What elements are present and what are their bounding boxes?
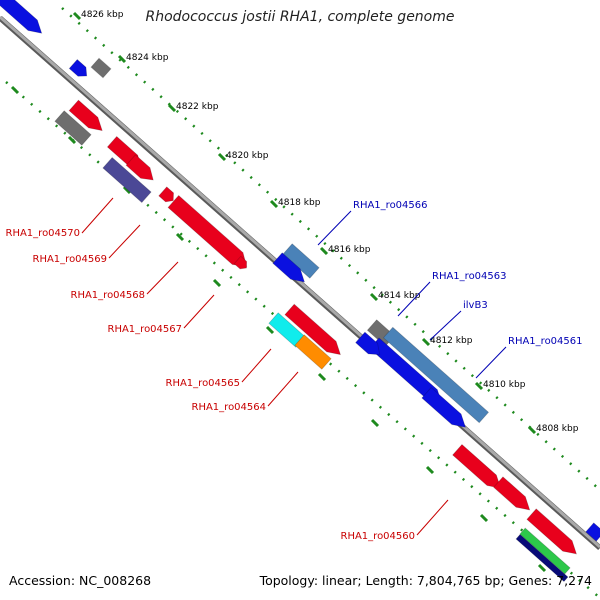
gene-arrow[interactable] bbox=[68, 58, 88, 77]
tick-mark-upper bbox=[217, 152, 227, 162]
gene-box[interactable] bbox=[585, 522, 600, 542]
label-leader-line bbox=[429, 310, 462, 341]
gene-arrow[interactable] bbox=[421, 386, 467, 428]
gene-box[interactable] bbox=[102, 156, 152, 204]
tick-mark-upper bbox=[117, 54, 127, 64]
gene-box[interactable] bbox=[282, 243, 320, 279]
label-leader-line bbox=[267, 371, 299, 407]
gene-label[interactable]: RHA1_ro04565 bbox=[166, 378, 241, 389]
tick-label: 4822 kbp bbox=[176, 102, 219, 112]
label-leader-line bbox=[416, 499, 449, 536]
tick-mark-upper bbox=[527, 425, 537, 435]
gene-arrow[interactable] bbox=[125, 154, 154, 181]
tick-mark-lower bbox=[479, 513, 489, 523]
tick-label: 4810 kbp bbox=[483, 380, 526, 390]
tick-mark-lower bbox=[537, 563, 547, 573]
gene-box[interactable] bbox=[90, 57, 112, 79]
label-leader-line bbox=[108, 224, 141, 259]
tick-mark-upper bbox=[72, 11, 82, 21]
tick-label: 4820 kbp bbox=[226, 151, 269, 161]
gene-label[interactable]: RHA1_ro04564 bbox=[192, 402, 267, 413]
gene-label[interactable]: RHA1_ro04563 bbox=[432, 271, 507, 282]
label-leader-line bbox=[183, 294, 215, 329]
tick-mark-lower bbox=[370, 418, 380, 428]
tick-label: 4826 kbp bbox=[81, 10, 124, 20]
label-leader-line bbox=[317, 210, 352, 246]
gene-label[interactable]: RHA1_ro04566 bbox=[353, 200, 428, 211]
tick-mark-upper bbox=[319, 246, 329, 256]
gene-box[interactable] bbox=[268, 312, 306, 348]
tick-label: 4808 kbp bbox=[536, 424, 579, 434]
gene-box[interactable] bbox=[519, 527, 571, 575]
label-leader-line bbox=[81, 197, 114, 234]
map-title: Rhodococcus jostii RHA1, complete genome bbox=[145, 9, 455, 25]
topology-text: Topology: linear; Length: 7,804,765 bp; … bbox=[259, 573, 592, 588]
gene-arrow[interactable] bbox=[526, 508, 578, 555]
tick-mark-lower bbox=[67, 135, 77, 145]
tick-mark-lower bbox=[265, 325, 275, 335]
tick-mark-lower bbox=[122, 185, 132, 195]
gene-box[interactable] bbox=[54, 110, 92, 146]
label-leader-line bbox=[146, 261, 179, 295]
gene-label[interactable]: ilvB3 bbox=[463, 300, 488, 311]
label-leader-line bbox=[475, 346, 507, 379]
accession-text: Accession: NC_008268 bbox=[9, 573, 152, 588]
tick-mark-upper bbox=[474, 381, 484, 391]
gene-label[interactable]: RHA1_ro04568 bbox=[71, 290, 146, 301]
tick-label: 4814 kbp bbox=[378, 291, 421, 301]
gene-arrow[interactable] bbox=[0, 0, 43, 34]
gene-arrow[interactable] bbox=[272, 252, 306, 283]
tick-mark-upper bbox=[421, 337, 431, 347]
tick-mark-lower bbox=[10, 85, 20, 95]
gene-label[interactable]: RHA1_ro04567 bbox=[108, 324, 183, 335]
gene-arrow[interactable] bbox=[493, 476, 531, 511]
tick-mark-lower bbox=[425, 465, 435, 475]
tick-label: 4812 kbp bbox=[430, 336, 473, 346]
gene-label[interactable]: RHA1_ro04560 bbox=[341, 531, 416, 542]
gene-label[interactable]: RHA1_ro04569 bbox=[33, 254, 108, 265]
gene-box[interactable] bbox=[294, 334, 332, 370]
label-leader-line bbox=[241, 348, 272, 383]
tick-label: 4816 kbp bbox=[328, 245, 371, 255]
gene-box[interactable] bbox=[515, 533, 569, 583]
tick-label: 4824 kbp bbox=[126, 53, 169, 63]
gene-box[interactable] bbox=[382, 326, 490, 424]
gene-arrow[interactable] bbox=[68, 99, 103, 132]
gene-arrow[interactable] bbox=[355, 331, 381, 356]
gene-label[interactable]: RHA1_ro04570 bbox=[6, 228, 81, 239]
label-leader-line bbox=[397, 281, 431, 317]
tick-mark-lower bbox=[175, 232, 185, 242]
tick-mark-lower bbox=[317, 372, 327, 382]
gene-arrow[interactable] bbox=[233, 255, 248, 270]
gene-arrow[interactable] bbox=[167, 194, 248, 268]
gene-arrow[interactable] bbox=[452, 443, 502, 489]
genome-axis bbox=[0, 15, 600, 549]
tick-mark-lower bbox=[212, 278, 222, 288]
gene-arrow[interactable] bbox=[158, 186, 174, 203]
tick-mark-upper bbox=[369, 292, 379, 302]
gene-arrow[interactable] bbox=[284, 303, 342, 356]
gene-label[interactable]: RHA1_ro04561 bbox=[508, 336, 583, 347]
tick-mark-upper bbox=[269, 199, 279, 209]
tick-mark-upper bbox=[167, 103, 177, 113]
tick-label: 4818 kbp bbox=[278, 198, 321, 208]
